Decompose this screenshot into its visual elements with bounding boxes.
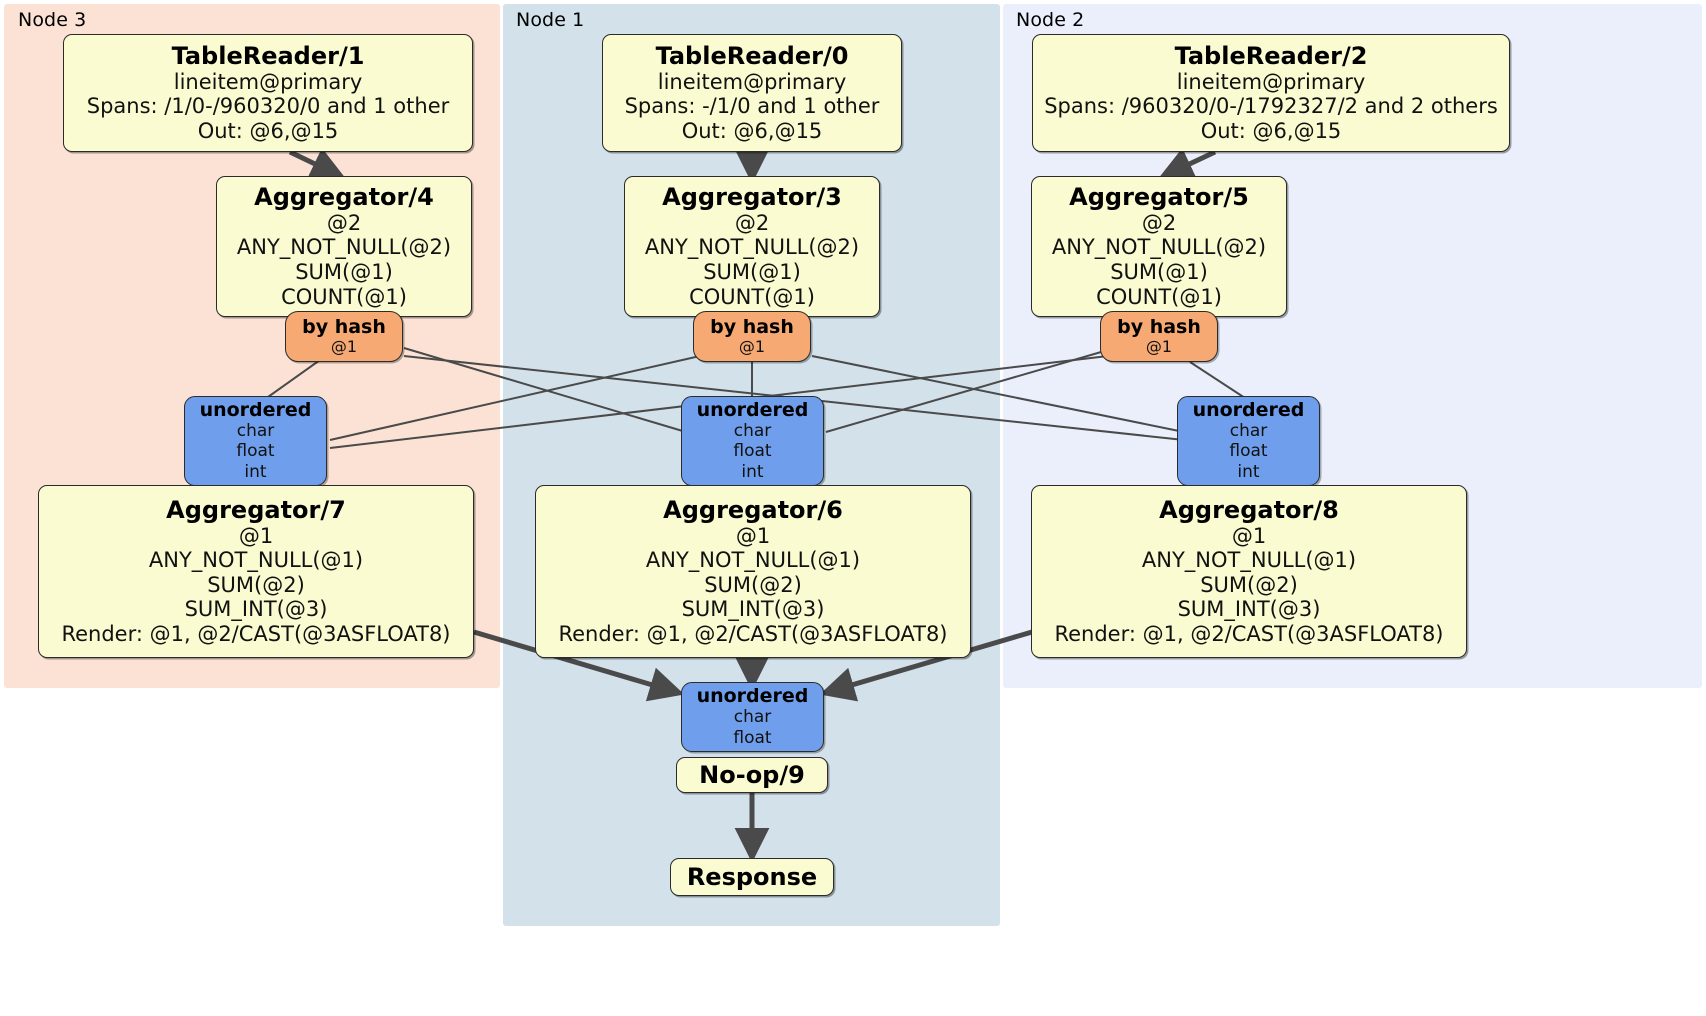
node-detail-line: ANY_NOT_NULL(@1) bbox=[148, 548, 364, 573]
node-detail-line: int bbox=[244, 461, 267, 482]
response[interactable]: Response bbox=[670, 858, 834, 896]
receiver-unordered-final[interactable]: unordered char float bbox=[681, 682, 824, 752]
node-detail-line: @1 bbox=[1145, 336, 1173, 356]
node-detail-line: @1 bbox=[238, 523, 274, 548]
node-detail-line: Out: @6,@15 bbox=[197, 118, 339, 143]
node-title: by hash bbox=[710, 315, 794, 338]
node-title: Aggregator/4 bbox=[254, 182, 434, 211]
table-reader-0[interactable]: TableReader/0 lineitem@primary Spans: -/… bbox=[602, 34, 902, 152]
node-detail-line: SUM_INT(@3) bbox=[184, 597, 328, 622]
node-title: TableReader/1 bbox=[171, 41, 365, 70]
edge-hash5-recv6 bbox=[825, 349, 1109, 433]
node-panel-label-node-2: Node 2 bbox=[1016, 9, 1085, 31]
node-detail-line: SUM(@2) bbox=[1200, 572, 1298, 597]
edge-agg8-final-recv bbox=[819, 629, 1033, 702]
table-reader-1[interactable]: TableReader/1 lineitem@primary Spans: /1… bbox=[63, 34, 473, 152]
node-panel-label-node-1: Node 1 bbox=[516, 9, 585, 31]
aggregator-8[interactable]: Aggregator/8 @1 ANY_NOT_NULL(@1) SUM(@2)… bbox=[1031, 485, 1467, 658]
node-detail-line: @1 bbox=[1231, 523, 1267, 548]
node-detail-line: char bbox=[236, 421, 275, 442]
node-detail-line: ANY_NOT_NULL(@2) bbox=[1051, 235, 1267, 260]
node-detail-line: @2 bbox=[1141, 210, 1177, 235]
node-title: Aggregator/6 bbox=[663, 495, 843, 524]
node-title: TableReader/2 bbox=[1174, 41, 1368, 70]
node-title: Aggregator/5 bbox=[1069, 182, 1249, 211]
aggregator-3[interactable]: Aggregator/3 @2 ANY_NOT_NULL(@2) SUM(@1)… bbox=[624, 176, 880, 317]
node-detail-line: SUM_INT(@3) bbox=[1177, 597, 1321, 622]
edge-hash3-recv8 bbox=[811, 355, 1185, 433]
node-detail-line: float bbox=[1229, 441, 1268, 462]
table-reader-2[interactable]: TableReader/2 lineitem@primary Spans: /9… bbox=[1032, 34, 1510, 152]
node-detail-line: Spans: /960320/0-/1792327/2 and 2 others bbox=[1044, 94, 1498, 119]
node-title: unordered bbox=[1192, 398, 1305, 421]
node-detail-line: lineitem@primary bbox=[173, 69, 363, 94]
node-detail-line: @1 bbox=[330, 336, 358, 356]
node-detail-line: SUM_INT(@3) bbox=[681, 597, 825, 622]
node-detail-line: ANY_NOT_NULL(@2) bbox=[644, 235, 860, 260]
node-detail-line: @2 bbox=[326, 210, 362, 235]
node-detail-line: char bbox=[733, 421, 772, 442]
node-detail-line: SUM(@1) bbox=[703, 259, 801, 284]
node-title: Aggregator/7 bbox=[166, 495, 346, 524]
node-detail-line: char bbox=[733, 707, 772, 728]
node-detail-line: ANY_NOT_NULL(@1) bbox=[1141, 548, 1357, 573]
aggregator-6[interactable]: Aggregator/6 @1 ANY_NOT_NULL(@1) SUM(@2)… bbox=[535, 485, 971, 658]
node-title: unordered bbox=[199, 398, 312, 421]
node-title: unordered bbox=[696, 398, 809, 421]
node-detail-line: @1 bbox=[735, 523, 771, 548]
node-title: No-op/9 bbox=[699, 760, 805, 789]
node-detail-line: COUNT(@1) bbox=[689, 284, 815, 309]
node-detail-line: Out: @6,@15 bbox=[681, 118, 823, 143]
node-detail-line: @2 bbox=[734, 210, 770, 235]
node-title: Aggregator/8 bbox=[1159, 495, 1339, 524]
node-detail-line: int bbox=[1237, 461, 1260, 482]
node-detail-line: char bbox=[1229, 421, 1268, 442]
node-detail-line: SUM(@1) bbox=[1110, 259, 1208, 284]
node-detail-line: SUM(@1) bbox=[295, 259, 393, 284]
node-detail-line: lineitem@primary bbox=[657, 69, 847, 94]
node-title: Response bbox=[686, 862, 818, 891]
node-detail-line: float bbox=[236, 441, 275, 462]
node-title: Aggregator/3 bbox=[662, 182, 842, 211]
receiver-unordered-node-3[interactable]: unordered char float int bbox=[184, 396, 327, 486]
node-detail-line: Spans: -/1/0 and 1 other bbox=[624, 94, 880, 119]
hash-router-4[interactable]: by hash @1 bbox=[285, 311, 403, 362]
node-detail-line: ANY_NOT_NULL(@2) bbox=[236, 235, 452, 260]
node-detail-line: SUM(@2) bbox=[704, 572, 802, 597]
node-detail-line: int bbox=[741, 461, 764, 482]
node-detail-line: ANY_NOT_NULL(@1) bbox=[645, 548, 861, 573]
node-title: by hash bbox=[1117, 315, 1201, 338]
node-detail-line: COUNT(@1) bbox=[281, 284, 407, 309]
edge-tr2-agg5 bbox=[1158, 148, 1217, 180]
node-detail-line: Spans: /1/0-/960320/0 and 1 other bbox=[86, 94, 450, 119]
aggregator-5[interactable]: Aggregator/5 @2 ANY_NOT_NULL(@2) SUM(@1)… bbox=[1031, 176, 1287, 317]
node-title: unordered bbox=[696, 684, 809, 707]
node-detail-line: SUM(@2) bbox=[207, 572, 305, 597]
aggregator-7[interactable]: Aggregator/7 @1 ANY_NOT_NULL(@1) SUM(@2)… bbox=[38, 485, 474, 658]
node-panel-label-node-3: Node 3 bbox=[18, 9, 87, 31]
hash-router-3[interactable]: by hash @1 bbox=[693, 311, 811, 362]
hash-router-5[interactable]: by hash @1 bbox=[1100, 311, 1218, 362]
node-detail-line: lineitem@primary bbox=[1176, 69, 1366, 94]
edge-hash4-recv7 bbox=[267, 359, 321, 398]
node-detail-line: @1 bbox=[738, 336, 766, 356]
node-detail-line: Render: @1, @2/CAST(@3ASFLOAT8) bbox=[1054, 621, 1444, 646]
edge-agg7-final-recv bbox=[473, 629, 685, 702]
receiver-unordered-node-2[interactable]: unordered char float int bbox=[1177, 396, 1320, 486]
node-detail-line: float bbox=[733, 727, 772, 748]
node-detail-line: Render: @1, @2/CAST(@3ASFLOAT8) bbox=[61, 621, 451, 646]
aggregator-4[interactable]: Aggregator/4 @2 ANY_NOT_NULL(@2) SUM(@1)… bbox=[216, 176, 472, 317]
no-op-9[interactable]: No-op/9 bbox=[676, 757, 828, 793]
node-detail-line: Out: @6,@15 bbox=[1200, 118, 1342, 143]
receiver-unordered-node-1[interactable]: unordered char float int bbox=[681, 396, 824, 486]
node-detail-line: COUNT(@1) bbox=[1096, 284, 1222, 309]
node-detail-line: Render: @1, @2/CAST(@3ASFLOAT8) bbox=[558, 621, 948, 646]
edge-hash5-recv8 bbox=[1189, 361, 1246, 399]
edge-tr1-agg4 bbox=[288, 147, 346, 180]
node-title: TableReader/0 bbox=[655, 41, 849, 70]
edge-hash3-recv7 bbox=[329, 355, 701, 441]
node-detail-line: float bbox=[733, 441, 772, 462]
node-title: by hash bbox=[302, 315, 386, 338]
